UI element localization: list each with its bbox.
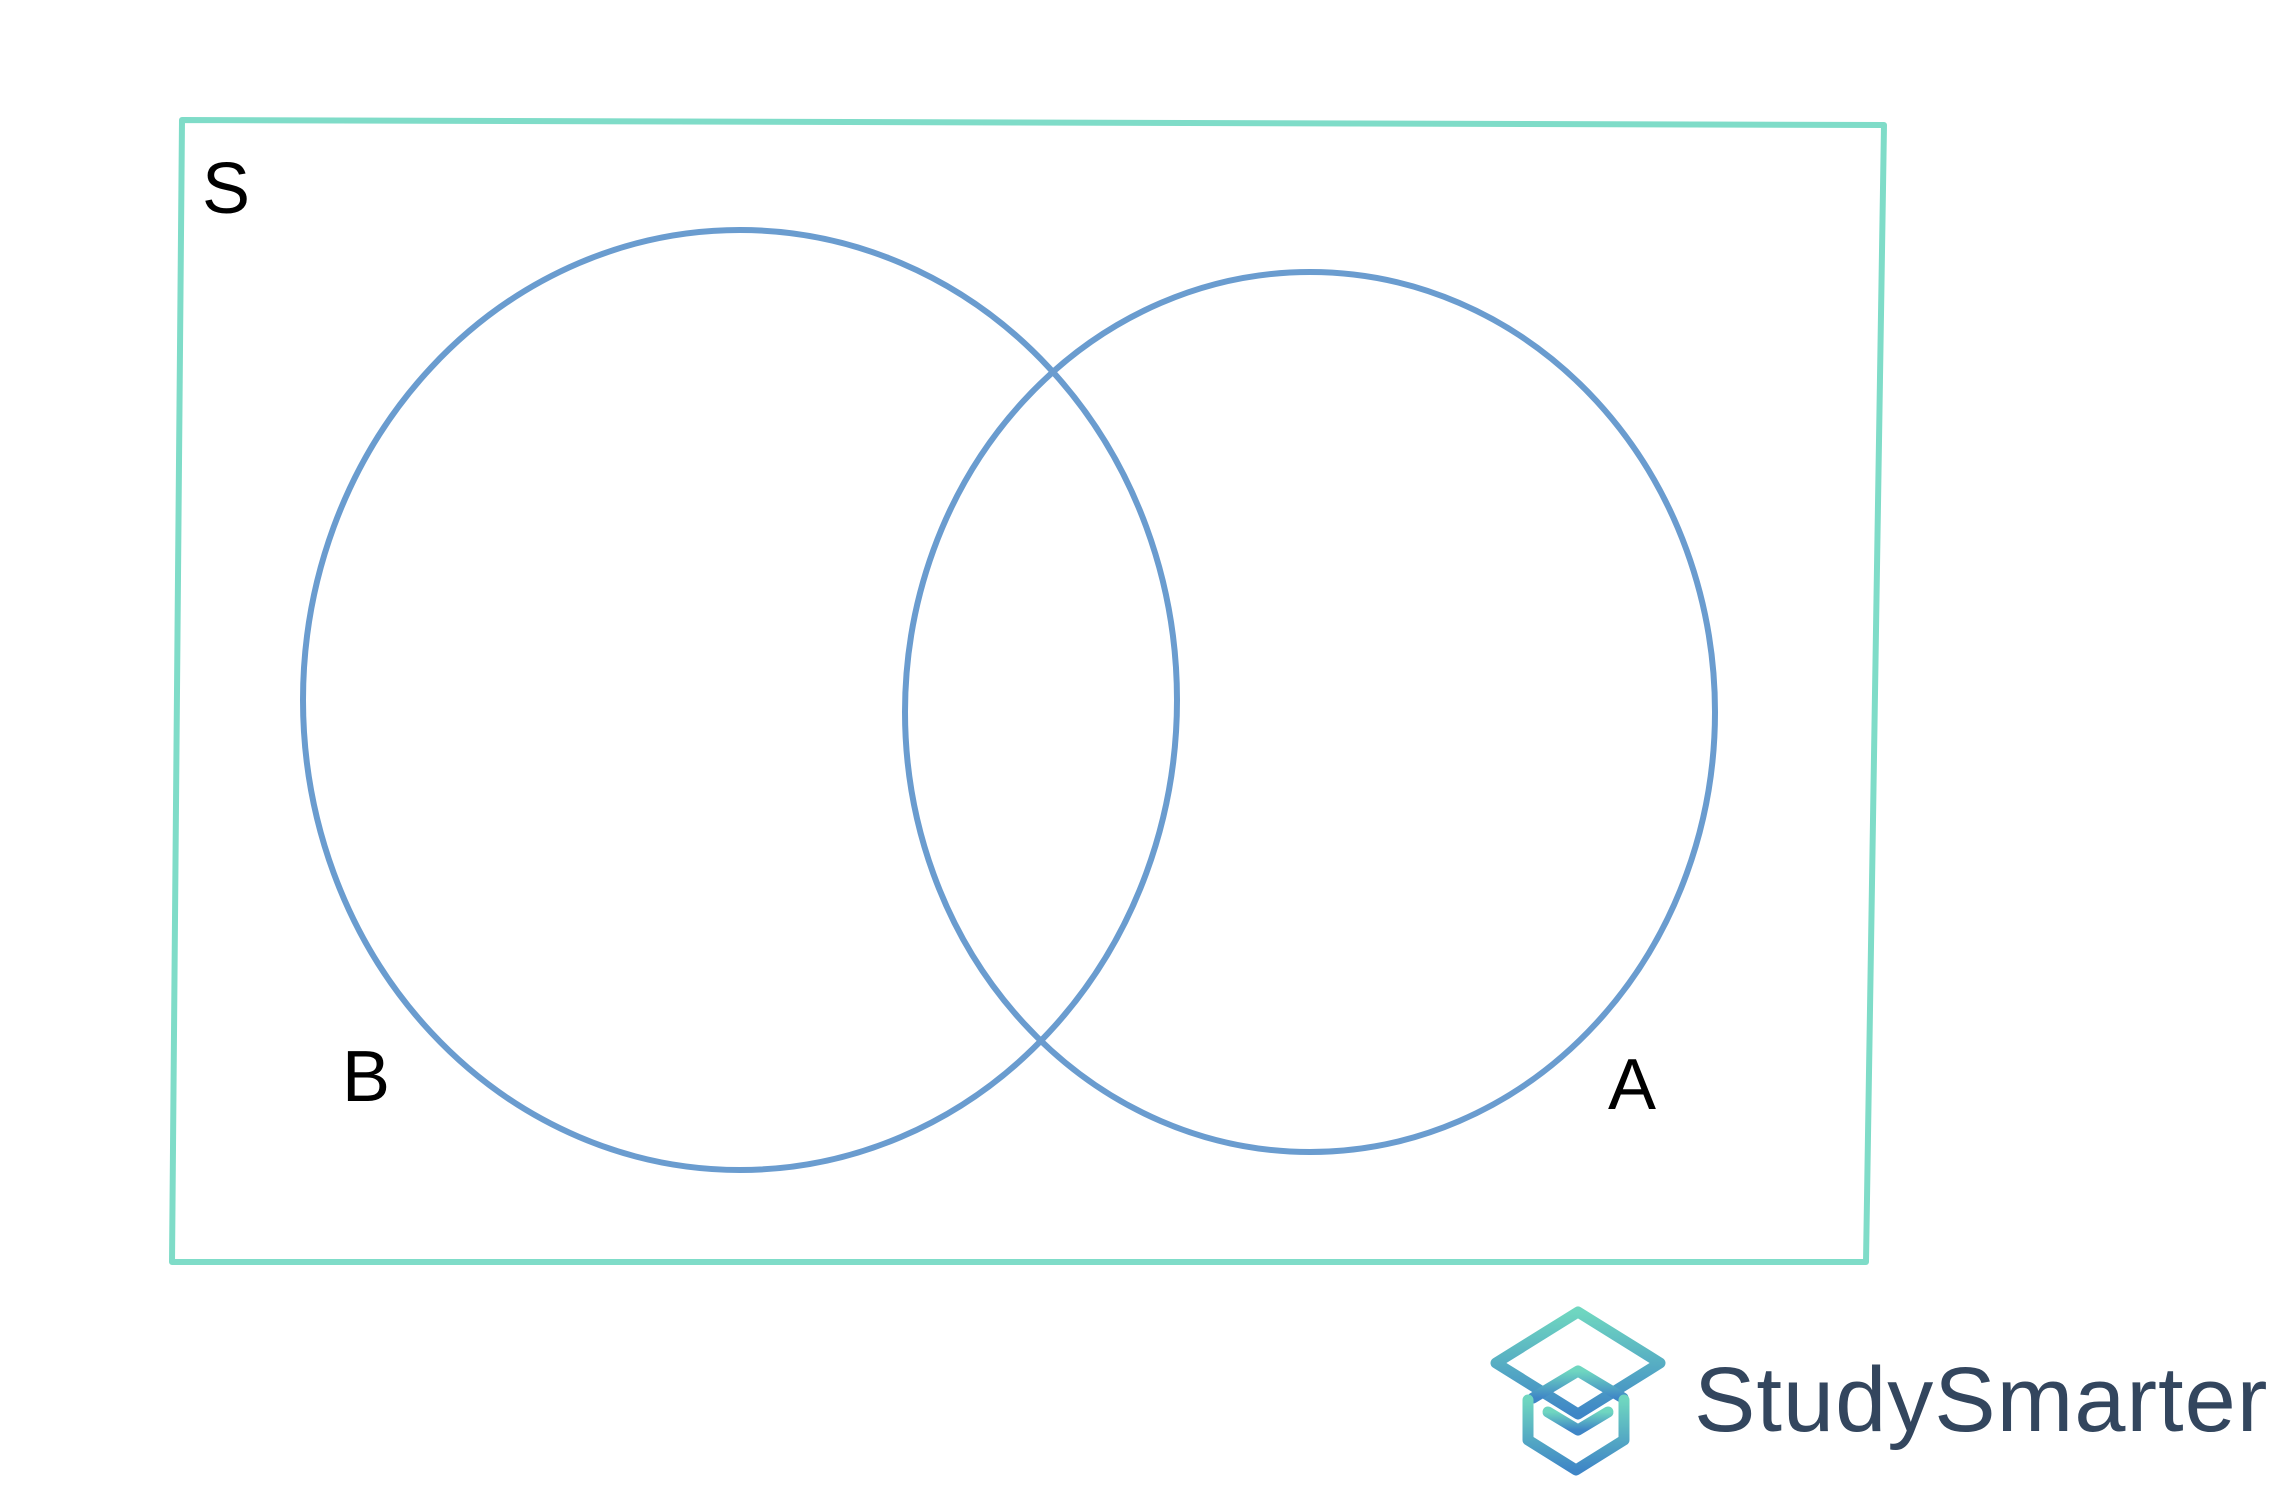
logo-wordmark: StudySmarter [1694,1349,2268,1451]
studysmarter-logo: StudySmarter [1490,1306,2268,1476]
cube-logo-icon [1490,1306,1666,1476]
set-a-circle [902,269,1718,1155]
set-b-label: B [342,1037,390,1117]
set-a-label: A [1608,1045,1656,1125]
set-b-circle [300,227,1180,1173]
universal-set-rectangle [169,117,1887,1265]
universal-set-label: S [202,149,250,229]
